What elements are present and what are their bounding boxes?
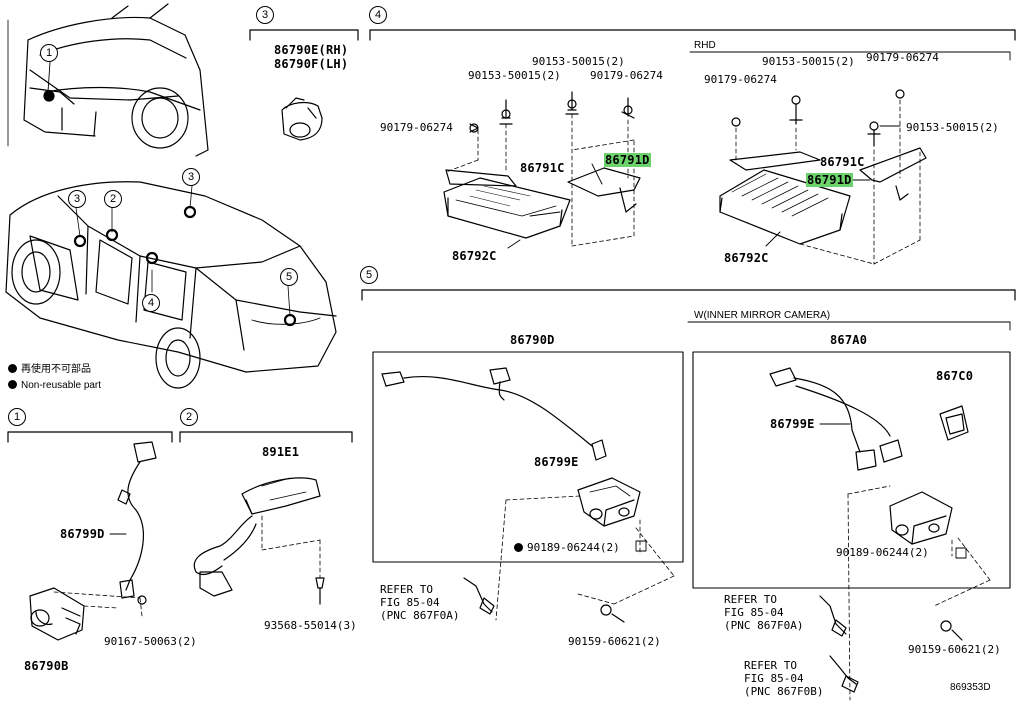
bracket-891e1-drawing bbox=[241, 477, 321, 515]
s4l-nut-top: 90179-06274 bbox=[590, 69, 663, 82]
callout-3-top: 3 bbox=[182, 168, 200, 186]
variant-label: W(INNER MIRROR CAMERA) bbox=[694, 310, 831, 321]
side-camera-s3 bbox=[281, 97, 323, 141]
s4l-nut-left: 90179-06274 bbox=[380, 121, 453, 134]
s3-part-lh: 86790F(LH) bbox=[274, 57, 349, 71]
s4r-bolt-top: 90153-50015(2) bbox=[762, 55, 855, 68]
camera-module-right bbox=[889, 491, 953, 545]
connectors-ref-right bbox=[819, 595, 859, 693]
s4r-nut-left: 90179-06274 bbox=[704, 73, 777, 86]
harness-86799d-drawing bbox=[117, 441, 157, 599]
s2-screw: 93568-55014(3) bbox=[264, 619, 357, 632]
s5l-refer-2: FIG 85-04 bbox=[380, 596, 440, 609]
connector-ref-left bbox=[463, 577, 495, 615]
s5l-harness: 86799E bbox=[534, 455, 579, 469]
s4r-bolt-right: 90153-50015(2) bbox=[906, 121, 999, 134]
callout-5: 5 bbox=[280, 268, 298, 286]
camera-86790b-drawing bbox=[29, 587, 85, 641]
callout-3-left: 3 bbox=[68, 190, 86, 208]
s5r-harness: 86799E bbox=[770, 417, 815, 431]
leader-dashes-s5-right bbox=[847, 485, 991, 701]
section-4-label: 4 bbox=[369, 6, 387, 24]
s5r-refer-b1: REFER TO bbox=[744, 659, 797, 672]
s4l-bracket-highlighted: 86791D bbox=[604, 153, 651, 167]
leader-dashes-s4-left bbox=[445, 113, 635, 247]
s5r-screw: 90189-06244(2) bbox=[836, 546, 929, 559]
s5r-refer-a3: (PNC 867F0A) bbox=[724, 619, 804, 632]
leader-dashes-s4-right bbox=[735, 99, 921, 265]
s5l-screw: 90189-06244(2) bbox=[514, 542, 620, 554]
leader-dashes-s1 bbox=[53, 591, 143, 617]
s5r-camera: 867C0 bbox=[936, 369, 974, 383]
section-1-label: 1 bbox=[8, 408, 26, 426]
s1-camera: 86790B bbox=[24, 659, 69, 673]
s2-bracket: 891E1 bbox=[262, 445, 300, 459]
camera-module-left bbox=[577, 477, 641, 527]
figure-id: 869353D bbox=[950, 682, 991, 693]
rhd-label: RHD bbox=[694, 40, 716, 51]
s3-part-rh: 86790E(RH) bbox=[274, 43, 349, 57]
s4r-bracket: 86791C bbox=[820, 155, 865, 169]
legend-jp: 再使用不可部品 bbox=[8, 364, 91, 376]
non-reusable-dot-icon bbox=[514, 543, 523, 552]
s1-harness: 86799D bbox=[60, 527, 105, 541]
callout-4: 4 bbox=[142, 294, 160, 312]
s4l-bracket: 86791C bbox=[520, 161, 565, 175]
leader-dashes-s5-left bbox=[495, 495, 675, 621]
leader-dashes-s2 bbox=[261, 515, 321, 579]
box-867a0 bbox=[692, 351, 1011, 589]
part-leaders bbox=[109, 125, 901, 535]
s5l-bolt: 90159-60621(2) bbox=[568, 635, 661, 648]
s5r-refer-a2: FIG 85-04 bbox=[724, 606, 784, 619]
non-reusable-dot-icon bbox=[8, 364, 17, 373]
s4r-bracket-highlighted: 86791D bbox=[806, 173, 853, 187]
harness-86799e-left bbox=[381, 367, 607, 461]
s5l-refer-1: REFER TO bbox=[380, 583, 433, 596]
s5r-box-part: 867A0 bbox=[830, 333, 868, 347]
section-5-label: 5 bbox=[360, 266, 378, 284]
s5l-refer-3: (PNC 867F0A) bbox=[380, 609, 460, 622]
s4r-nut-top: 90179-06274 bbox=[866, 51, 939, 64]
bolt-left bbox=[600, 604, 625, 623]
s4l-bolt-top2: 90153-50015(2) bbox=[532, 55, 625, 68]
non-reusable-dot-icon bbox=[8, 380, 17, 389]
harness-86799e-right bbox=[769, 367, 903, 471]
front-car-drawing bbox=[7, 3, 209, 157]
s4r-ecu: 86792C bbox=[724, 251, 769, 265]
legend-en: Non-reusable part bbox=[8, 380, 101, 392]
s5r-refer-b3: (PNC 867F0B) bbox=[744, 685, 824, 698]
s1-screw: 90167-50063(2) bbox=[104, 635, 197, 648]
s5r-bolt: 90159-60621(2) bbox=[908, 643, 1001, 656]
s5r-refer-b2: FIG 85-04 bbox=[744, 672, 804, 685]
harness-s2-drawing bbox=[193, 515, 257, 597]
box-86790d bbox=[372, 351, 684, 563]
ecu-left-drawing bbox=[443, 91, 641, 239]
callout-2: 2 bbox=[104, 190, 122, 208]
camera-867c0-drawing bbox=[939, 405, 969, 441]
s4l-bolt-top1: 90153-50015(2) bbox=[468, 69, 561, 82]
callout-1-front: 1 bbox=[40, 44, 58, 62]
ecu-right-drawing bbox=[719, 89, 927, 245]
s5r-refer-a1: REFER TO bbox=[724, 593, 777, 606]
screw-s2 bbox=[315, 577, 325, 605]
section-2-label: 2 bbox=[180, 408, 198, 426]
s5l-box-part: 86790D bbox=[510, 333, 555, 347]
bolt-right bbox=[940, 620, 963, 641]
rear-car-drawing bbox=[5, 181, 337, 389]
s4l-ecu: 86792C bbox=[452, 249, 497, 263]
section-3-label: 3 bbox=[256, 6, 274, 24]
